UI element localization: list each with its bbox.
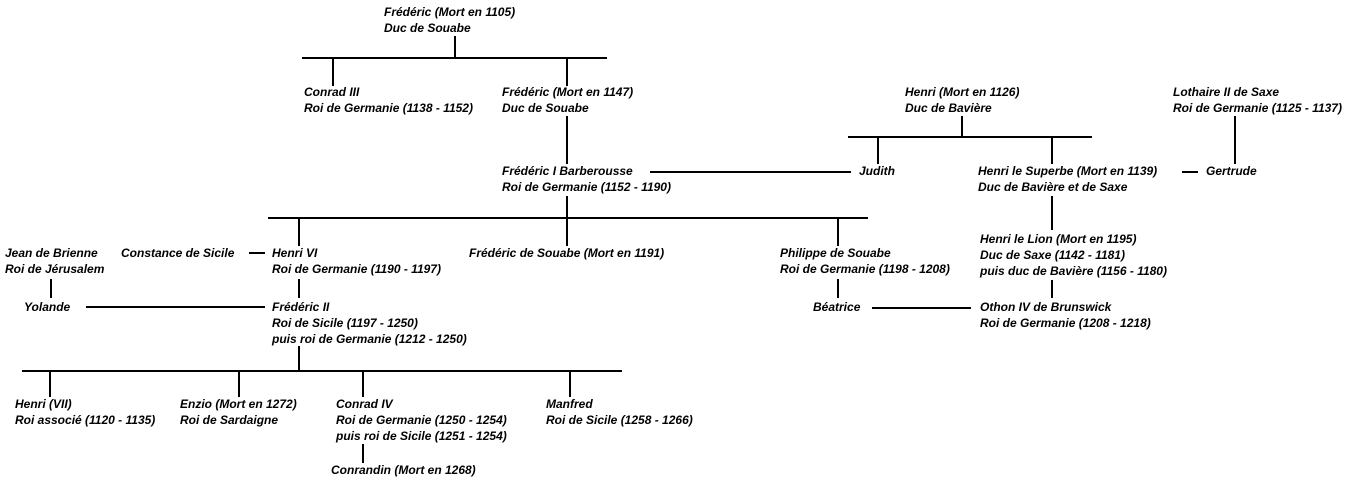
person-title: puis roi de Germanie (1212 - 1250) [272, 332, 467, 346]
person-name: Henri (Mort en 1126) [905, 85, 1020, 99]
person-frederic-ii: Frédéric II Roi de Sicile (1197 - 1250) … [272, 299, 467, 347]
person-name: Béatrice [813, 300, 861, 314]
person-title: Roi de Germanie (1208 - 1218) [980, 316, 1151, 330]
person-name: Jean de Brienne [5, 246, 98, 260]
person-name: Conrad III [304, 85, 360, 99]
person-name: Yolande [24, 300, 71, 314]
person-beatrice: Béatrice [813, 299, 860, 315]
person-name: Frédéric de Souabe (Mort en 1191) [469, 246, 665, 260]
person-title: puis roi de Sicile (1251 - 1254) [336, 429, 507, 443]
person-constance: Constance de Sicile [121, 245, 234, 261]
person-title: Duc de Bavière et de Saxe [978, 180, 1128, 194]
person-name: Frédéric II [272, 300, 330, 314]
person-title: Duc de Souabe [502, 101, 589, 115]
person-conradin: Conrandin (Mort en 1268) [331, 462, 476, 478]
person-title: Roi de Sardaigne [180, 413, 279, 427]
person-judith: Judith [859, 163, 895, 179]
person-name: Gertrude [1206, 164, 1257, 178]
person-title: Roi de Germanie (1138 - 1152) [304, 101, 473, 115]
person-henri-vii: Henri (VII) Roi associé (1120 - 1135) [15, 396, 155, 428]
person-lothaire: Lothaire II de Saxe Roi de Germanie (112… [1173, 84, 1342, 116]
person-name: Othon IV de Brunswick [980, 300, 1112, 314]
person-title: Roi de Sicile (1197 - 1250) [272, 316, 418, 330]
person-henri-lion: Henri le Lion (Mort en 1195) Duc de Saxe… [980, 231, 1167, 279]
person-name: Lothaire II de Saxe [1173, 85, 1280, 99]
person-name: Henri (VII) [15, 397, 72, 411]
person-frederic-1105: Frédéric (Mort en 1105) Duc de Souabe [384, 4, 515, 36]
person-title: Roi de Germanie (1198 - 1208) [780, 262, 950, 276]
person-name: Conrandin (Mort en 1268) [331, 463, 476, 477]
person-name: Manfred [546, 397, 593, 411]
person-title: Duc de Saxe (1142 - 1181) [980, 248, 1125, 262]
person-name: Henri le Lion (Mort en 1195) [980, 232, 1137, 246]
person-henri-superbe: Henri le Superbe (Mort en 1139) Duc de B… [978, 163, 1157, 195]
person-manfred: Manfred Roi de Sicile (1258 - 1266) [546, 396, 693, 428]
person-henri-1126: Henri (Mort en 1126) Duc de Bavière [905, 84, 1019, 116]
person-name: Henri le Superbe (Mort en 1139) [978, 164, 1158, 178]
person-frederic-souabe-1191: Frédéric de Souabe (Mort en 1191) [469, 245, 664, 261]
person-title: Roi de Sicile (1258 - 1266) [546, 413, 693, 427]
person-name: Constance de Sicile [121, 246, 235, 260]
person-name: Enzio (Mort en 1272) [180, 397, 297, 411]
person-name: Conrad IV [336, 397, 393, 411]
person-name: Frédéric (Mort en 1105) [384, 5, 516, 19]
person-henri-vi: Henri VI Roi de Germanie (1190 - 1197) [272, 245, 441, 277]
person-title: puis duc de Bavière (1156 - 1180) [980, 264, 1167, 278]
person-name: Philippe de Souabe [780, 246, 891, 260]
person-title: Roi de Germanie (1250 - 1254) [336, 413, 507, 427]
person-title: Roi de Germanie (1152 - 1190) [502, 180, 671, 194]
person-title: Duc de Bavière [905, 101, 992, 115]
person-gertrude: Gertrude [1206, 163, 1257, 179]
person-barberousse: Frédéric I Barberousse Roi de Germanie (… [502, 163, 671, 195]
person-othon: Othon IV de Brunswick Roi de Germanie (1… [980, 299, 1151, 331]
person-name: Frédéric I Barberousse [502, 164, 633, 178]
person-title: Roi de Jérusalem [5, 262, 105, 276]
person-title: Roi de Germanie (1125 - 1137) [1173, 101, 1342, 115]
person-name: Frédéric (Mort en 1147) [502, 85, 634, 99]
person-enzio: Enzio (Mort en 1272) Roi de Sardaigne [180, 396, 297, 428]
person-philippe: Philippe de Souabe Roi de Germanie (1198… [780, 245, 950, 277]
person-conrad-iv: Conrad IV Roi de Germanie (1250 - 1254) … [336, 396, 507, 444]
person-title: Duc de Souabe [384, 21, 471, 35]
person-conrad-iii: Conrad III Roi de Germanie (1138 - 1152) [304, 84, 473, 116]
person-yolande: Yolande [24, 299, 70, 315]
person-title: Roi associé (1120 - 1135) [15, 413, 156, 427]
person-name: Judith [859, 164, 895, 178]
person-frederic-1147: Frédéric (Mort en 1147) Duc de Souabe [502, 84, 633, 116]
person-title: Roi de Germanie (1190 - 1197) [272, 262, 441, 276]
person-name: Henri VI [272, 246, 318, 260]
person-jean-brienne: Jean de Brienne Roi de Jérusalem [5, 245, 104, 277]
